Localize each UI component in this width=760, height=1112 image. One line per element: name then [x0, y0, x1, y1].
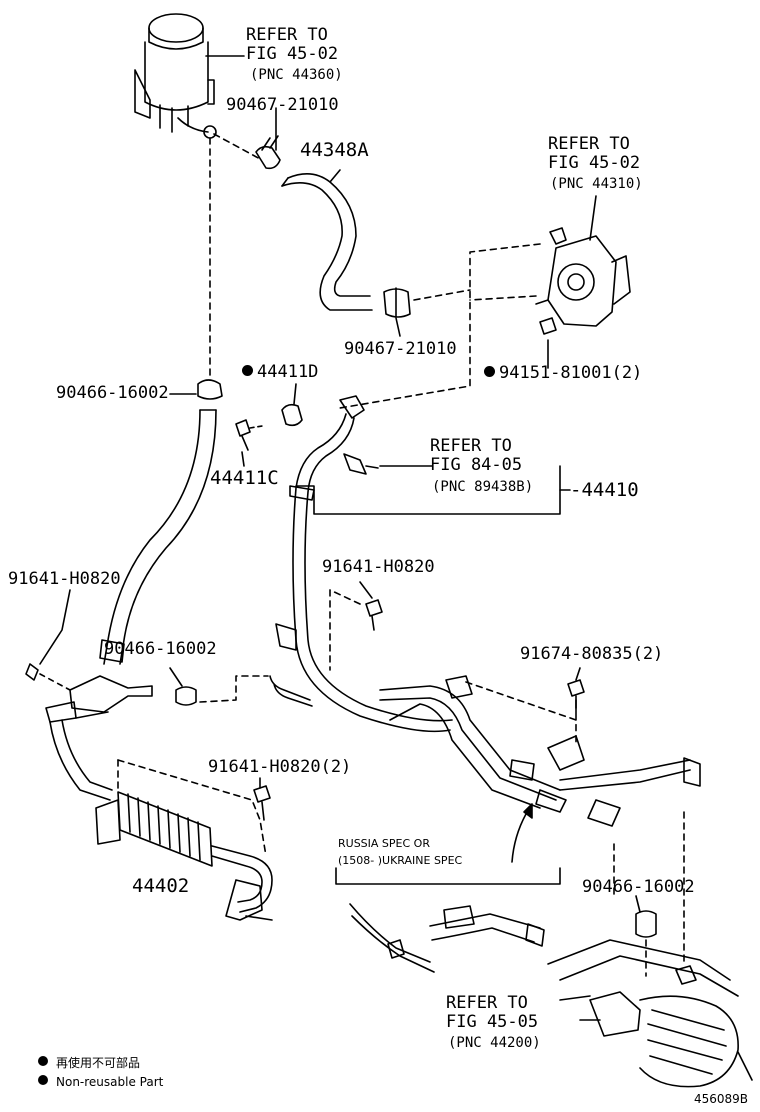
bolt-right-label: 91674-80835(2) — [520, 644, 664, 664]
clamp-left-label: 90466-16002 — [56, 383, 169, 403]
pump-bolt-label: 94151-81001(2) — [484, 364, 642, 383]
clamp-top-label: 90467-21010 — [226, 95, 339, 115]
cooler-label: 44402 — [132, 875, 190, 897]
clamp-right — [635, 910, 657, 938]
inset-box — [335, 867, 561, 973]
legend-en: Non-reusable Part — [38, 1075, 163, 1089]
union-label: 44411D — [242, 363, 318, 382]
bolt-center — [365, 599, 383, 631]
legend-dot — [38, 1075, 48, 1085]
refer-reservoir-line2: FIG 45-02 — [246, 44, 339, 64]
bolt-cooler-label: 91641-H0820(2) — [208, 757, 352, 777]
non-reusable-dot — [484, 366, 495, 377]
bolt-right — [567, 679, 585, 709]
refer-switch-pnc: (PNC 89438B) — [432, 479, 534, 495]
refer-gear-line1: REFER TO — [446, 993, 528, 1013]
clamp-mid — [383, 287, 411, 318]
pump — [535, 227, 631, 327]
tube-44410 — [275, 395, 453, 733]
refer-gear-line2: FIG 45-05 — [446, 1012, 539, 1032]
refer-reservoir-pnc: (PNC 44360) — [250, 67, 343, 83]
hose-44348A — [281, 173, 373, 311]
legend-dot — [38, 1056, 48, 1066]
refer-switch-line1: REFER TO — [430, 436, 512, 456]
spec-line1: RUSSIA SPEC OR — [338, 837, 430, 850]
refer-pump-line2: FIG 45-02 — [548, 153, 641, 173]
refer-pump-line1: REFER TO — [548, 134, 630, 154]
non-reusable-dot — [242, 365, 253, 376]
gasket-label: 44411C — [210, 467, 279, 489]
oil-cooler — [95, 791, 273, 921]
clamp-right-label: 90466-16002 — [582, 877, 695, 897]
return-hose — [99, 409, 217, 665]
spec-line2: (1508- )UKRAINE SPEC — [338, 854, 463, 867]
bolt-cooler — [253, 785, 271, 821]
refer-gear-pnc: (PNC 44200) — [448, 1035, 541, 1051]
clamp-left — [197, 379, 223, 400]
refer-pump-pnc: (PNC 44310) — [550, 176, 643, 192]
clamp-mid-label: 90467-21010 — [344, 339, 457, 359]
union-44411D — [281, 403, 303, 427]
left-bracket — [45, 675, 153, 801]
refer-reservoir-line1: REFER TO — [246, 25, 328, 45]
bolt-left-label: 91641-H0820 — [8, 569, 121, 589]
legend-jp: 再使用不可部品 — [38, 1056, 140, 1070]
refer-switch-line2: FIG 84-05 — [430, 455, 523, 475]
gasket-44411C — [235, 419, 263, 451]
figure-id: 456089B — [694, 1092, 749, 1106]
reservoir — [134, 13, 217, 139]
tube-assy-label: -44410 — [570, 479, 639, 501]
steering-gear — [547, 939, 753, 1088]
clamp-center — [175, 686, 197, 706]
pressure-switch — [343, 453, 379, 475]
hose-label: 44348A — [300, 139, 369, 161]
clamp-center-label: 90466-16002 — [104, 639, 217, 659]
bolt-center-label: 91641-H0820 — [322, 557, 435, 577]
pump-bolt — [539, 317, 557, 335]
return-lines — [379, 675, 701, 827]
